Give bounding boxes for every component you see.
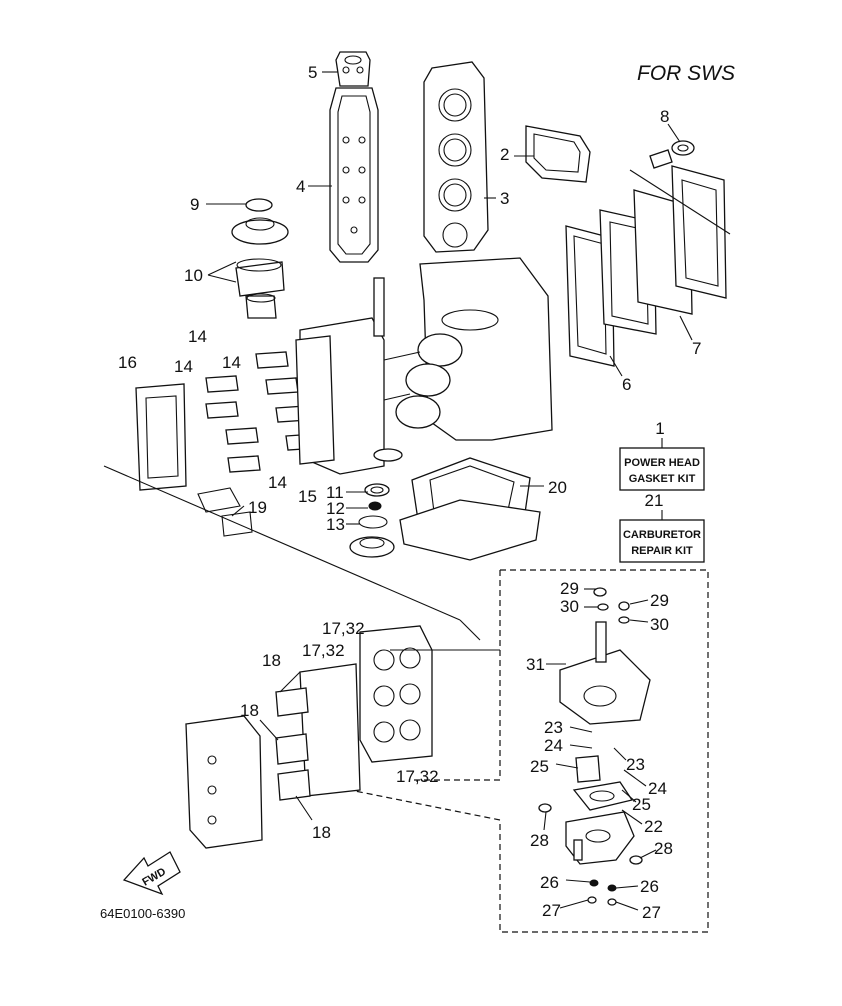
callout-25b: 25 bbox=[632, 795, 651, 814]
kit-box-21: CARBURETOR REPAIR KIT bbox=[619, 519, 705, 563]
callout-24b: 24 bbox=[648, 779, 667, 798]
callout-14b: 14 bbox=[222, 353, 241, 372]
callout-18b: 18 bbox=[240, 701, 259, 720]
callout-16: 16 bbox=[118, 353, 137, 372]
kit-1-line1: POWER HEAD bbox=[624, 457, 700, 469]
reed-valve-assembly bbox=[135, 335, 335, 537]
callout-2: 2 bbox=[500, 145, 509, 164]
callout-10: 10 bbox=[184, 266, 203, 285]
fwd-arrow-icon: FWD bbox=[122, 851, 181, 896]
kit-box-1: POWER HEAD GASKET KIT bbox=[619, 447, 705, 491]
callout-18a: 18 bbox=[262, 651, 281, 670]
callout-18c: 18 bbox=[312, 823, 331, 842]
callout-26a: 26 bbox=[540, 873, 559, 892]
kit-21-line2: REPAIR KIT bbox=[631, 545, 693, 557]
callout-31: 31 bbox=[526, 655, 545, 674]
callout-3: 3 bbox=[500, 189, 509, 208]
carburetor-assembly bbox=[538, 587, 651, 906]
callout-11: 11 bbox=[326, 483, 344, 502]
kit-1-line2: GASKET KIT bbox=[629, 473, 696, 485]
callout-20: 20 bbox=[548, 478, 567, 497]
callout-17b: 17,32 bbox=[302, 641, 345, 660]
callout-17a: 17,32 bbox=[322, 619, 365, 638]
kit-21-line1: CARBURETOR bbox=[623, 529, 701, 541]
part-6-7-plates bbox=[565, 165, 731, 367]
callout-30a: 30 bbox=[560, 597, 579, 616]
callout-14c: 14 bbox=[174, 357, 193, 376]
callout-30b: 30 bbox=[650, 615, 669, 634]
callout-23b: 23 bbox=[626, 755, 645, 774]
part-3-head-gasket bbox=[423, 61, 489, 253]
callout-12: 12 bbox=[326, 499, 345, 518]
leader-lines bbox=[206, 71, 693, 911]
callout-1: 1 bbox=[655, 419, 664, 438]
part-4-gasket bbox=[329, 87, 379, 263]
callouts: 2 3 4 5 6 7 8 9 10 11 12 13 14 14 14 14 … bbox=[118, 63, 701, 922]
callout-28b: 28 bbox=[654, 839, 673, 858]
callout-27b: 27 bbox=[642, 903, 661, 922]
callout-23a: 23 bbox=[544, 718, 563, 737]
callout-19: 19 bbox=[248, 498, 267, 517]
callout-24a: 24 bbox=[544, 736, 563, 755]
callout-17c: 17,32 bbox=[396, 767, 439, 786]
callout-15: 15 bbox=[298, 487, 317, 506]
power-head-block bbox=[299, 257, 553, 475]
callout-13: 13 bbox=[326, 515, 345, 534]
callout-22: 22 bbox=[644, 817, 663, 836]
callout-4: 4 bbox=[296, 177, 305, 196]
diagram-title: FOR SWS bbox=[637, 62, 735, 85]
callout-5: 5 bbox=[308, 63, 317, 82]
callout-14d: 14 bbox=[268, 473, 287, 492]
part-20-base-gasket bbox=[399, 457, 541, 561]
intake-manifold-assembly bbox=[103, 465, 481, 849]
callout-14a: 14 bbox=[188, 327, 207, 346]
callout-26b: 26 bbox=[640, 877, 659, 896]
callout-6: 6 bbox=[622, 375, 631, 394]
carburetor-group-box bbox=[349, 569, 709, 933]
callout-28a: 28 bbox=[530, 831, 549, 850]
part-2-cover bbox=[525, 125, 591, 183]
callout-29b: 29 bbox=[650, 591, 669, 610]
callout-9: 9 bbox=[190, 195, 199, 214]
callout-29a: 29 bbox=[560, 579, 579, 598]
drawing-code: 64E0100-6390 bbox=[100, 906, 185, 921]
part-8-fitting bbox=[649, 140, 695, 169]
callout-25a: 25 bbox=[530, 757, 549, 776]
part-11-13-seals bbox=[349, 483, 395, 558]
part-9-10-housing bbox=[231, 198, 289, 319]
part-5-flange bbox=[335, 51, 371, 87]
callout-27a: 27 bbox=[542, 901, 561, 920]
callout-21: 21 bbox=[645, 491, 664, 510]
callout-8: 8 bbox=[660, 107, 669, 126]
callout-7: 7 bbox=[692, 339, 701, 358]
